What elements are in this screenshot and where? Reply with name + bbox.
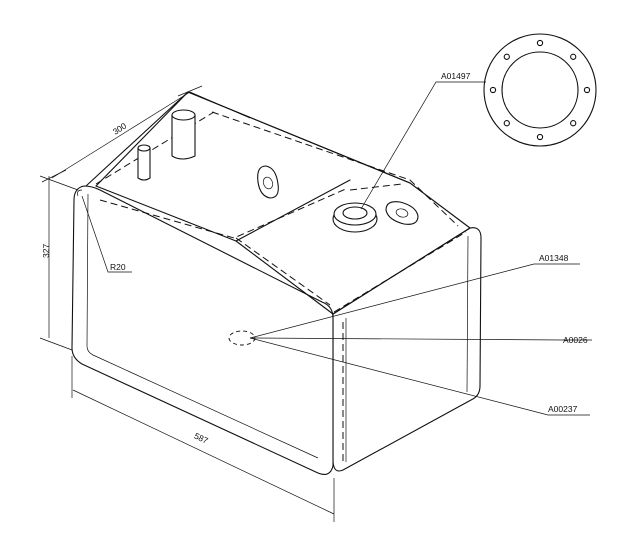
hidden-lines [95, 111, 467, 462]
radius-dimension-label: R20 [110, 262, 126, 272]
tank-body [71, 91, 482, 475]
flange-detail-view [483, 33, 597, 147]
sender-plate-left [257, 165, 279, 199]
length-dimension-label: 587 [193, 431, 210, 446]
callout-top-weld-label: A01348 [539, 253, 569, 263]
top-slope-edge [235, 179, 351, 242]
filler-pipe-large [171, 109, 196, 160]
callout-flange-label: A01497 [441, 71, 471, 81]
bolt-hole [503, 120, 510, 127]
bolt-hole [489, 86, 497, 94]
filler-flange [332, 202, 378, 233]
callout-side-a-label: A0026 [563, 335, 588, 345]
bolt-hole [536, 133, 544, 141]
sender-plate-right [385, 201, 419, 225]
height-dimension-label: 327 [41, 244, 51, 258]
tank-right-face [332, 227, 482, 472]
right-face-back-edge [466, 235, 469, 393]
bolt-hole [583, 86, 591, 94]
callout-leaders [249, 81, 592, 416]
tank-front-face [71, 185, 334, 475]
bolt-hole [570, 53, 577, 60]
bolt-hole [536, 39, 544, 47]
length-dimension: 587 [71, 356, 335, 522]
height-dimension: 327 [39, 175, 79, 351]
front-face-inner-edge [86, 193, 319, 459]
depth-dimension-label: 300 [111, 120, 129, 136]
vent-pipe-small [137, 144, 151, 181]
bolt-hole [570, 120, 577, 127]
bolt-hole [503, 53, 510, 60]
radius-dimension: R20 [81, 195, 132, 273]
callout-side-b-label: A00237 [548, 404, 578, 414]
front-face-fillet-line [77, 189, 83, 197]
